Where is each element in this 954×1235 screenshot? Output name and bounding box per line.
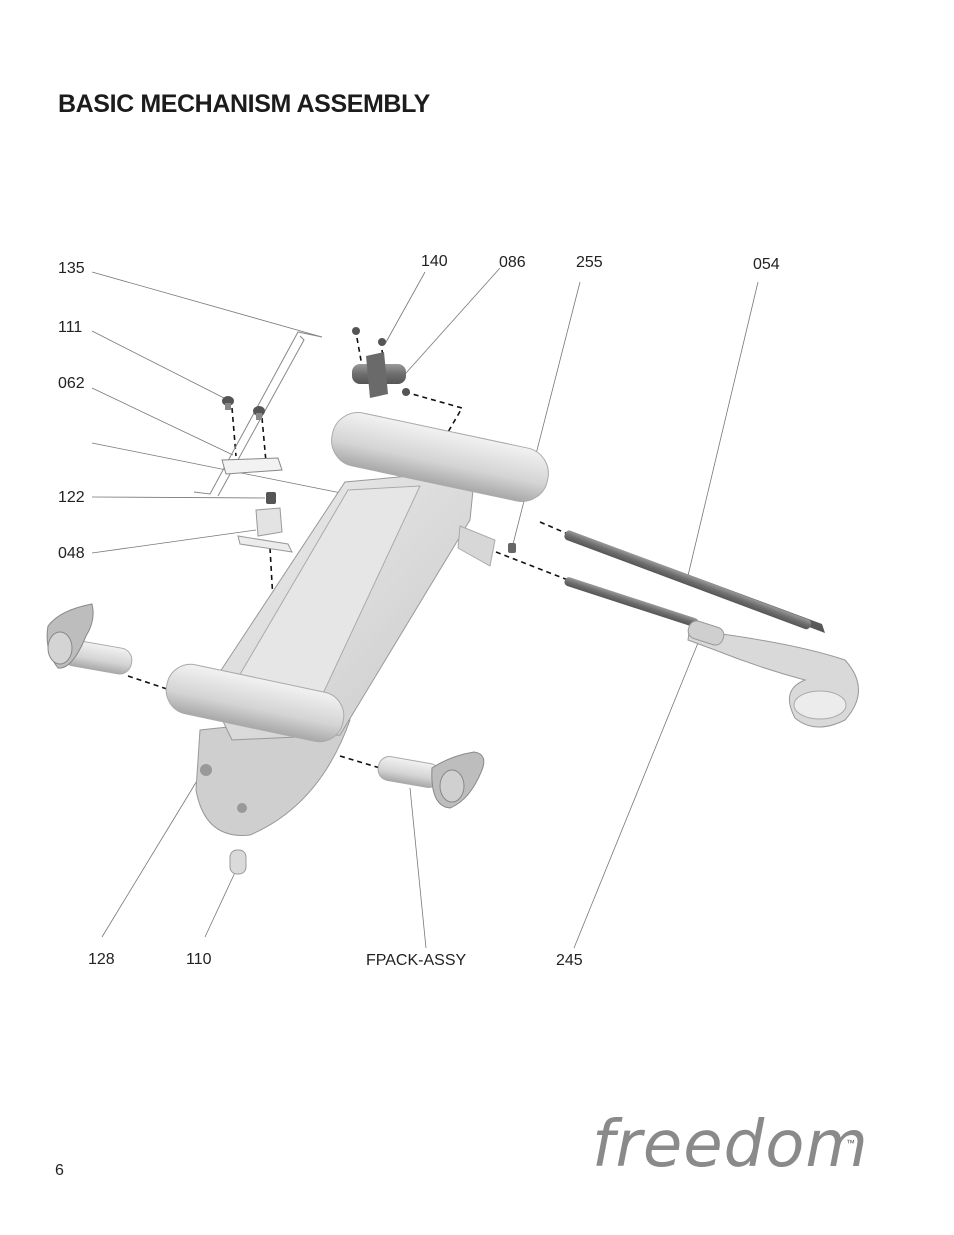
block-048: [237, 507, 293, 553]
callout-110: 110: [186, 951, 212, 968]
page-title: BASIC MECHANISM ASSEMBLY: [58, 90, 430, 118]
callout-048: 048: [58, 545, 85, 562]
callout-fpack-assy: FPACK-ASSY: [366, 952, 467, 969]
bushing-086: [352, 327, 410, 398]
screws-111: [222, 396, 265, 420]
bracket-062: [221, 457, 283, 475]
rod-054: [564, 530, 825, 633]
main-frame-body: [165, 412, 549, 836]
paddle-lever-245: [564, 577, 859, 728]
callout-111: 111: [58, 319, 83, 336]
callout-255: 255: [576, 254, 603, 271]
set-screw-122: [266, 492, 276, 504]
trademark-mark: ™: [846, 1138, 855, 1148]
callout-140: 140: [421, 253, 448, 270]
callout-062: 062: [58, 375, 85, 392]
pivot-left: [46, 603, 133, 675]
callout-122: 122: [58, 489, 85, 506]
plug-110: [229, 849, 247, 875]
callout-245: 245: [556, 952, 583, 969]
page-number: 6: [55, 1162, 64, 1179]
set-screw-255: [508, 543, 516, 553]
pivot-fpack-assy: [377, 751, 485, 809]
callout-086: 086: [499, 254, 526, 271]
leader-lines: [91, 267, 759, 949]
brand-logo: freedom: [592, 1108, 869, 1182]
callout-135: 135: [58, 260, 85, 277]
callout-128: 128: [88, 951, 115, 968]
callout-054: 054: [753, 256, 780, 273]
